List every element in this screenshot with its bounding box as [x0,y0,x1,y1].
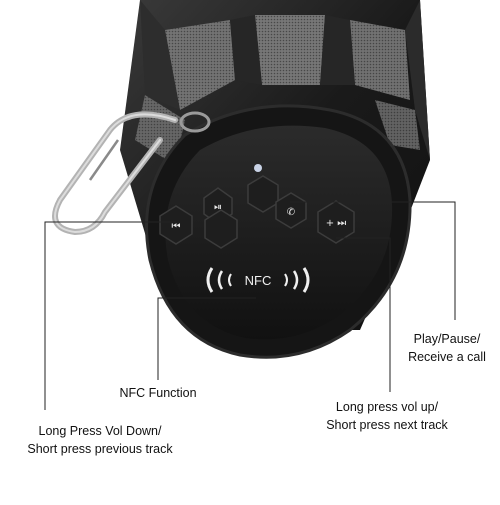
phone-icon: ✆ [287,207,295,218]
callout-vol-down-line1: Long Press Vol Down/ [38,424,162,438]
next-icon: + ⏭ [326,218,347,229]
button-cluster: ⏯ ✆ + ⏭ ⏮ [159,175,355,249]
callout-nfc-text: NFC Function [119,386,197,400]
nfc-badge: NFC [206,267,310,293]
prev-button [159,205,193,245]
grille-right [350,20,410,100]
vol-down-button [204,209,238,249]
callout-vol-up-line1: Long press vol up/ [335,400,439,414]
callout-play-pause-line1: Play/Pause/ [413,332,481,346]
callout-vol-up-line2: Short press next track [326,418,448,432]
callout-line-vol-down [44,221,176,410]
grille-lower-right [375,100,420,150]
carabiner [52,111,211,236]
prev-icon: ⏮ [172,221,181,232]
callout-line-nfc [157,297,256,380]
grille-left [165,20,235,110]
grille-center [255,15,325,85]
callout-line-play [290,201,456,320]
callout-nfc: NFC Function [100,384,216,402]
play-pause-icon: ⏯ [214,202,222,213]
status-led [254,164,262,172]
callout-vol-down: Long Press Vol Down/ Short press previou… [10,422,190,458]
split-ring [179,111,211,133]
callout-play-pause-line2: Receive a call [408,350,486,364]
callout-vol-down-line2: Short press previous track [27,442,173,456]
callout-lines [44,201,456,410]
nfc-label: NFC [245,273,272,288]
callout-line-next [336,237,391,392]
callout-vol-up: Long press vol up/ Short press next trac… [312,398,462,434]
next-button [317,200,355,244]
callout-play-pause: Play/Pause/ Receive a call [392,330,500,366]
control-panel [145,104,412,359]
